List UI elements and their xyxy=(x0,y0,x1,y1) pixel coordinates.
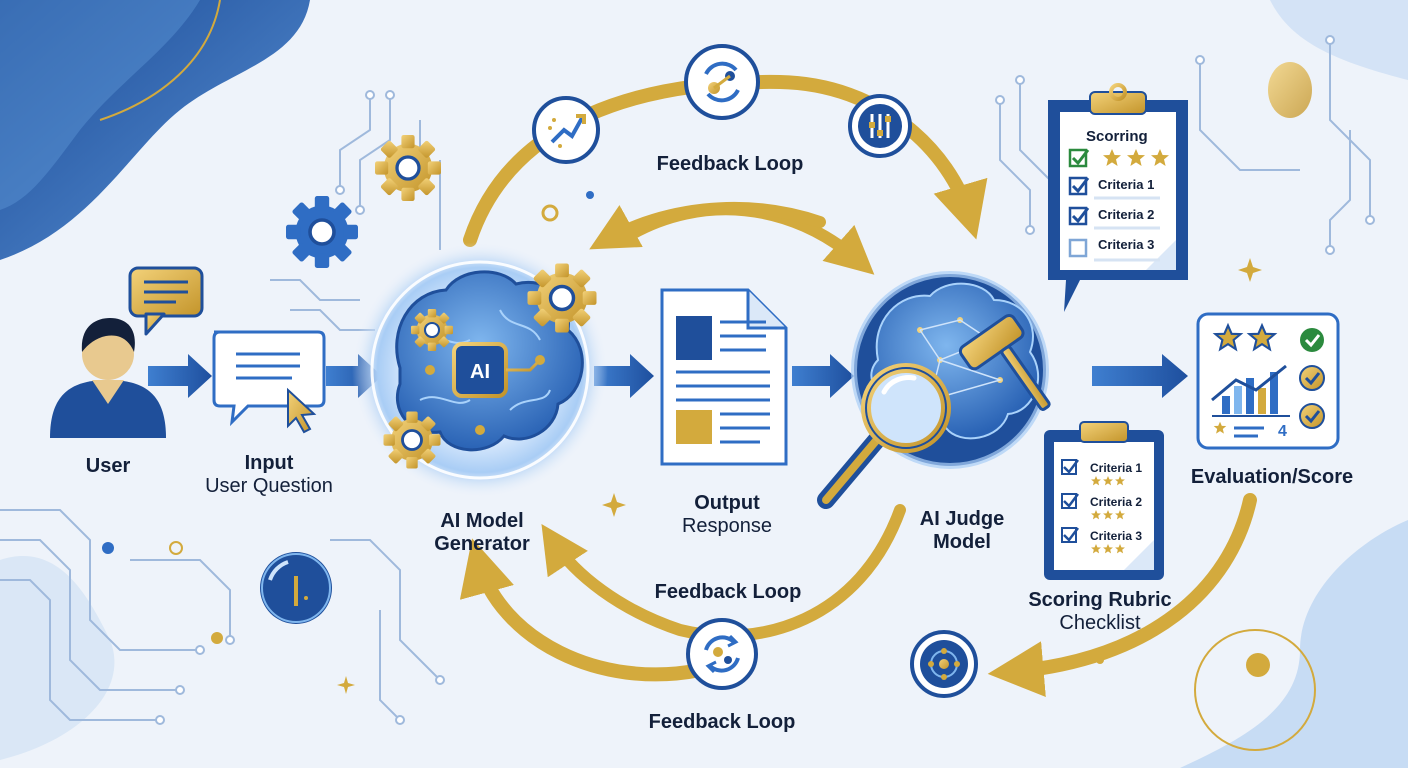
cursor-icon xyxy=(287,387,317,434)
bottom-loop-arc-left xyxy=(459,538,707,682)
arrow-judge-to-evaluation xyxy=(1092,354,1188,398)
trend-chart-icon xyxy=(1211,364,1290,417)
rubric-card-item: Criteria 3 xyxy=(1090,529,1142,543)
feedback-loop-top-label: Feedback Loop xyxy=(656,153,804,175)
orbit-icon xyxy=(910,630,978,698)
judge-title-line2: Model xyxy=(933,531,991,553)
generator-label: AI Model Generator xyxy=(410,510,554,556)
arrow-output-to-judge xyxy=(792,354,854,398)
input-title: Input xyxy=(244,452,294,474)
rubric-title: Scoring Rubric xyxy=(1028,589,1172,611)
sync-icon xyxy=(686,618,758,690)
sync-icon xyxy=(684,44,760,120)
magnifier-icon xyxy=(817,363,951,509)
gear-icon xyxy=(525,261,599,335)
rubric-card-item: Criteria 2 xyxy=(1090,495,1142,509)
feedback-loop-bottom-label: Feedback Loop xyxy=(648,711,796,733)
gavel-icon xyxy=(958,313,1051,411)
rubric-label: Scoring Rubric Checklist xyxy=(1006,589,1194,635)
evaluation-card: 4 xyxy=(1196,312,1340,450)
scoring-card-item: Criteria 2 xyxy=(1098,207,1154,222)
document-icon xyxy=(660,288,788,466)
checkmark-icon xyxy=(1299,328,1325,429)
output-title: Output xyxy=(694,492,760,514)
input-label: Input User Question xyxy=(180,452,358,498)
gear-icon xyxy=(382,410,442,470)
output-label: Output Response xyxy=(652,492,802,538)
arrow-generator-to-output xyxy=(594,354,654,398)
gear-icon xyxy=(286,196,358,268)
chat-bubble-icon xyxy=(128,266,204,336)
user-label: User xyxy=(85,455,131,477)
judge-title-line1: AI Judge xyxy=(919,508,1005,530)
scoring-checkboxes xyxy=(1068,148,1160,262)
output-subtitle: Response xyxy=(681,515,773,537)
user-icon xyxy=(50,318,166,438)
evaluation-card-number: 4 xyxy=(1278,423,1287,440)
gear-icon xyxy=(409,307,455,353)
judge-label: AI Judge Model xyxy=(900,508,1024,554)
clipboard-icon xyxy=(1044,421,1164,580)
dial-icon xyxy=(260,552,332,624)
ai-chip-label: AI xyxy=(470,361,490,383)
middle-loop-arrow-left xyxy=(589,201,826,250)
feedback-loop-middle-label: Feedback Loop xyxy=(654,581,802,603)
scoring-card-title: Scorring xyxy=(1086,128,1148,145)
arrow-user-to-input xyxy=(148,354,212,398)
input-card xyxy=(212,330,326,434)
input-subtitle: User Question xyxy=(205,475,333,497)
scoring-card-item: Criteria 1 xyxy=(1098,177,1154,192)
scoring-card-item: Criteria 3 xyxy=(1098,237,1154,252)
gear-icon xyxy=(373,133,443,203)
generator-title-line2: Generator xyxy=(434,533,530,555)
rubric-subtitle: Checklist xyxy=(1059,612,1141,634)
bottom-loop-arc xyxy=(987,493,1257,698)
generator-title-line1: AI Model xyxy=(440,510,524,532)
sliders-icon xyxy=(848,94,912,158)
evaluation-label: Evaluation/Score xyxy=(1190,466,1354,488)
top-loop-arc xyxy=(463,74,988,247)
trend-chart-icon xyxy=(532,96,600,164)
rubric-card-item: Criteria 1 xyxy=(1090,461,1142,475)
